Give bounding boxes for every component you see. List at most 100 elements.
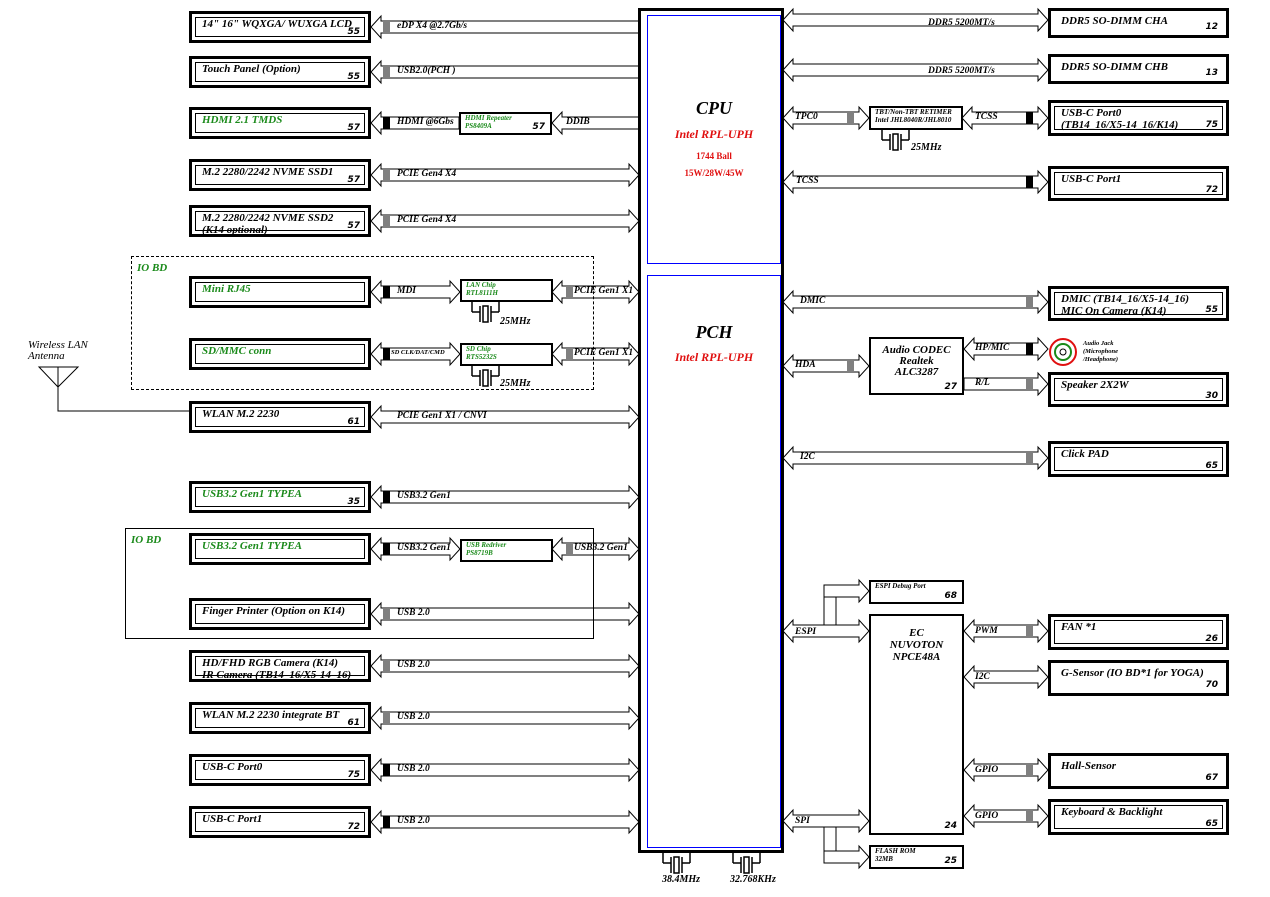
page-number: 24	[944, 821, 957, 831]
right-device-6-label: Click PAD	[1061, 448, 1109, 460]
lan-chip-label: RTL8111H	[466, 289, 498, 297]
bus-label: GPIO	[975, 811, 999, 821]
retimer-chip-label: Intel JHL8040R/JHL8010	[875, 116, 952, 124]
espi-debug-port-label: ESPI Debug Port	[875, 582, 926, 590]
sd-crystal-label: 25MHz	[500, 378, 531, 389]
bus-marker	[383, 543, 390, 555]
bus-label: I2C	[800, 452, 815, 462]
bus-marker	[1026, 112, 1033, 124]
crystal-32-768khz-icon	[743, 856, 750, 874]
cpu-model: Intel RPL-UPH	[674, 127, 754, 141]
bus-arrow	[782, 445, 1049, 471]
left-device-8-label: USB3.2 Gen1 TYPEA	[202, 488, 302, 500]
crystal-32-768khz-label: 32.768KHz	[730, 874, 776, 885]
page-number: 55	[347, 27, 360, 37]
bus-label: DDR5 5200MT/s	[928, 18, 995, 28]
left-device-14-label: USB-C Port1	[202, 813, 263, 825]
left-device-6-label: SD/MMC conn	[202, 345, 272, 357]
bus-label: USB 2.0	[397, 816, 430, 826]
right-device-8: G-Sensor (IO BD*1 for YOGA)70	[1048, 660, 1229, 696]
ec-label: NUVOTON	[889, 639, 944, 651]
left-device-12-inner-frame	[195, 708, 365, 728]
audio-jack-icon	[1059, 348, 1067, 356]
right-device-6-inner-frame	[1054, 447, 1223, 471]
left-device-2-inner-frame	[195, 113, 365, 133]
left-device-7-label: WLAN M.2 2230	[202, 408, 280, 420]
page-number: 13	[1205, 68, 1218, 78]
bus-label: PCIE Gen1 X1	[574, 286, 634, 296]
right-device-7-label: FAN *1	[1061, 621, 1097, 633]
left-device-4-label: M.2 2280/2242 NVME SSD2	[202, 212, 334, 224]
right-device-1-label: DDR5 SO-DIMM CHB	[1061, 61, 1168, 73]
bus-marker	[847, 360, 854, 372]
left-device-5: Mini RJ45	[189, 276, 371, 308]
right-device-2: USB-C Port0 (TB14_16/X5-14_16/K14)75	[1048, 100, 1229, 136]
bus-label: USB3.2 Gen1	[397, 491, 451, 501]
bus-marker	[1026, 625, 1033, 637]
bus-arrow	[782, 7, 1049, 33]
io-bd-frame-2	[125, 528, 594, 639]
sd-chip-label: RTS5232S	[466, 353, 497, 361]
audio-jack-icon	[1054, 343, 1072, 361]
cpu-ball: 1744 Ball	[696, 151, 732, 161]
page-number: 68	[944, 591, 957, 601]
left-device-11-inner-frame	[195, 656, 365, 676]
crystal-25mhz-icon	[482, 369, 489, 387]
left-device-3-inner-frame	[195, 165, 365, 185]
left-device-12-label: WLAN M.2 2230 integrate BT	[202, 709, 340, 721]
usb-redriver-chip-label: USB Redriver	[466, 541, 507, 549]
audio-codec-label: ALC3287	[894, 366, 939, 378]
bus-marker	[1026, 296, 1033, 308]
usb-redriver-chip-label: PS8719B	[466, 549, 493, 557]
left-device-4: M.2 2280/2242 NVME SSD2 (K14 optional)57	[189, 205, 371, 237]
bus-label: USB 2.0	[397, 712, 430, 722]
sd-chip-label: SD Chip	[466, 345, 491, 353]
bus-marker	[1026, 343, 1033, 355]
bus-label: USB2.0(PCH )	[397, 66, 456, 76]
left-device-1: Touch Panel (Option)55	[189, 56, 371, 88]
left-device-13-label: USB-C Port0	[202, 761, 263, 773]
page-number: 75	[347, 770, 360, 780]
bus-label: I2C	[975, 672, 990, 682]
page-number: 75	[1205, 120, 1218, 130]
left-device-14-inner-frame	[195, 812, 365, 832]
right-device-10-inner-frame	[1054, 805, 1223, 829]
audio-jack-label: Audio Jack	[1083, 340, 1114, 347]
left-device-1-inner-frame	[195, 62, 365, 82]
crystal-38-4mhz-icon	[673, 856, 680, 874]
page-number: 26	[1205, 634, 1218, 644]
bus-marker	[1026, 452, 1033, 464]
hdmi-repeater-chip-label: HDMI Repeater	[465, 114, 512, 122]
bus-label: SPI	[795, 816, 810, 826]
left-device-10: Finger Printer (Option on K14)	[189, 598, 371, 630]
audio-codec-label: Realtek	[899, 355, 934, 367]
bus-label: PCIE Gen4 X4	[397, 169, 457, 179]
bus-label: USB 2.0	[397, 660, 430, 670]
right-device-7: FAN *1 26	[1048, 614, 1229, 650]
crystal-25mhz-icon	[482, 305, 489, 323]
io-bd-label: IO BD	[131, 534, 162, 546]
page-number: 55	[1205, 305, 1218, 315]
page-number: 55	[347, 72, 360, 82]
ec-label: EC	[909, 627, 924, 639]
right-device-1: DDR5 SO-DIMM CHB 13	[1048, 54, 1229, 84]
audio-codec-label: Audio CODEC	[882, 344, 951, 356]
bus-marker	[566, 543, 573, 555]
right-device-9-label: Hall-Sensor	[1061, 760, 1117, 772]
bus-marker	[566, 286, 573, 298]
left-device-13: USB-C Port0 75	[189, 754, 371, 786]
bus-label: DDR5 5200MT/s	[928, 66, 995, 76]
right-device-4-label: MIC On Camera (K14)	[1061, 305, 1167, 317]
right-device-4: DMIC (TB14_16/X5-14_16)MIC On Camera (K1…	[1048, 286, 1229, 321]
bus-label: HDMI @6Gbs	[397, 117, 454, 127]
bus-marker	[383, 117, 390, 129]
left-device-7-inner-frame	[195, 407, 365, 427]
left-device-0-label: 14" 16" WQXGA/ WUXGA LCD	[202, 18, 352, 30]
